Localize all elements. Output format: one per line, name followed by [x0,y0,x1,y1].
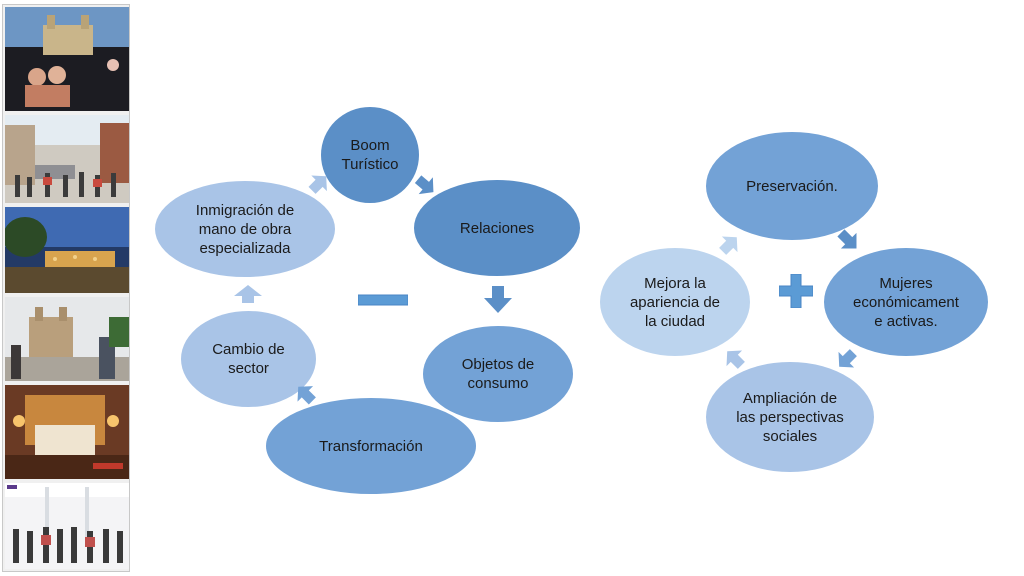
arrow-up-right-icon [719,236,738,255]
node-inmigracion: Inmigración de mano de obra especializad… [155,181,335,277]
node-boom-turistico: Boom Turístico [321,107,419,203]
photo-strip [2,4,130,572]
night-terrace-photo [5,207,129,293]
arrow-right-icon [414,175,434,195]
node-ampliacion: Ampliación de las perspectivas sociales [706,362,874,472]
node-objetos-de-consumo: Objetos de consumo [423,326,573,422]
node-transformacion: Transformación [266,398,476,494]
node-mejora: Mejora la apariencia de la ciudad [600,248,750,356]
node-cambio-de-sector: Cambio de sector [181,311,316,407]
arrow-down-left-icon [297,386,316,405]
arrow-down-icon [484,286,512,313]
arrow-up-left-icon [726,350,745,369]
street-crowd-photo [5,115,129,203]
hotel-room-photo [5,385,129,479]
church-tourists-photo [5,297,129,381]
node-preservacion: Preservación. [706,132,878,240]
arrow-down-left-icon [838,349,857,368]
node-relaciones: Relaciones [414,180,580,276]
shopping-crowd-photo [5,483,129,569]
arrow-down-right-icon [837,229,857,249]
arrow-up-right-icon [308,175,327,194]
node-mujeres: Mujeres económicament e activas. [824,248,988,356]
minus-icon [358,294,408,306]
plaza-church-photo [5,7,129,111]
plus-icon [779,274,813,308]
arrow-up-icon [234,285,262,303]
